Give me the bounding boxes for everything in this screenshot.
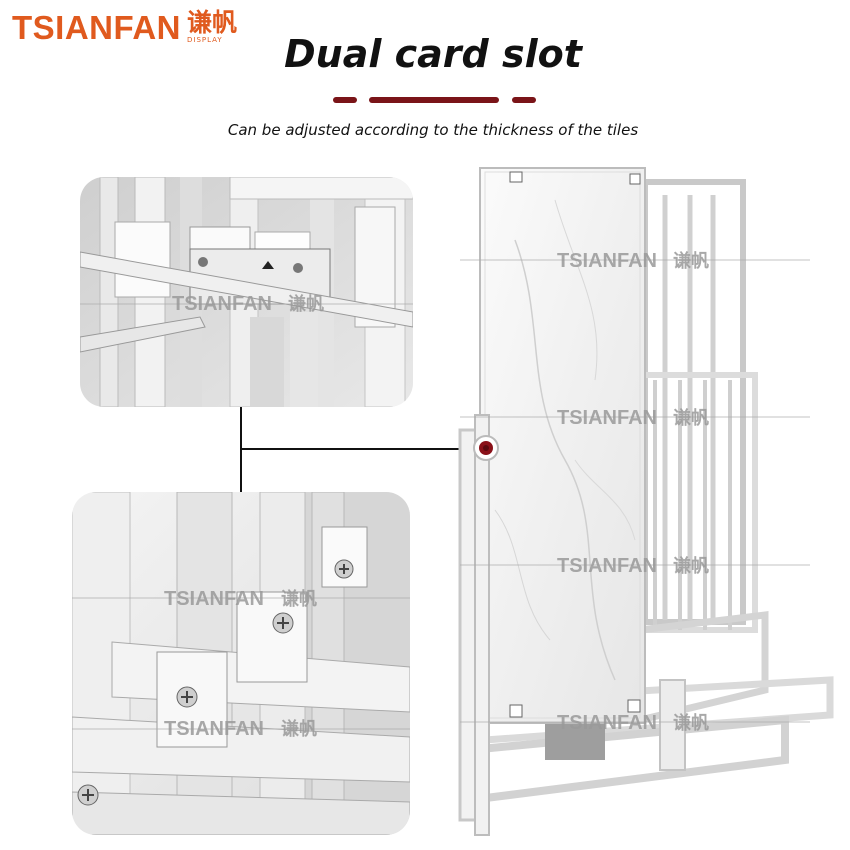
detail-photo-top: TSIANFAN 谦帆: [80, 177, 413, 407]
watermark-text: TSIANFAN: [172, 293, 272, 315]
arrow-up-icon: [262, 261, 274, 269]
watermark-chinese: 谦帆: [673, 407, 709, 428]
brand-sub: DISPLAY: [187, 36, 223, 44]
watermark-chinese: 谦帆: [281, 718, 317, 739]
watermark-chinese: 谦帆: [673, 555, 709, 576]
title-dash-center: [369, 97, 499, 103]
page-subtitle: Can be adjusted according to the thickne…: [227, 121, 639, 139]
tile-rack-photo: TSIANFAN 谦帆 TSIANFAN 谦帆 TSIANFAN 谦帆 TSIA…: [455, 160, 835, 840]
watermark-text: TSIANFAN: [557, 712, 657, 734]
connector-horizontal: [240, 448, 478, 450]
watermark-chinese: 谦帆: [288, 293, 324, 314]
title-dash-left: [333, 97, 357, 103]
watermark-text: TSIANFAN: [164, 718, 264, 740]
watermark-text: TSIANFAN: [164, 588, 264, 610]
watermark-chinese: 谦帆: [673, 250, 709, 271]
watermark-chinese: 谦帆: [281, 588, 317, 609]
watermark-chinese: 谦帆: [673, 712, 709, 733]
detail-photo-bottom: TSIANFAN 谦帆 TSIANFAN 谦帆: [72, 492, 410, 835]
brand-chinese: 谦帆: [187, 8, 238, 37]
watermark-text: TSIANFAN: [557, 407, 657, 429]
title-dash-right: [512, 97, 536, 103]
watermark-text: TSIANFAN: [557, 250, 657, 272]
brand-logo: TSIANFAN 谦帆 DISPLAY: [12, 6, 237, 50]
screw-icon: [77, 559, 354, 806]
watermark-text: TSIANFAN: [557, 555, 657, 577]
brand-chinese-block: 谦帆 DISPLAY: [187, 6, 237, 44]
brand-name: TSIANFAN: [12, 9, 181, 46]
page-title: Dual card slot: [284, 32, 582, 76]
